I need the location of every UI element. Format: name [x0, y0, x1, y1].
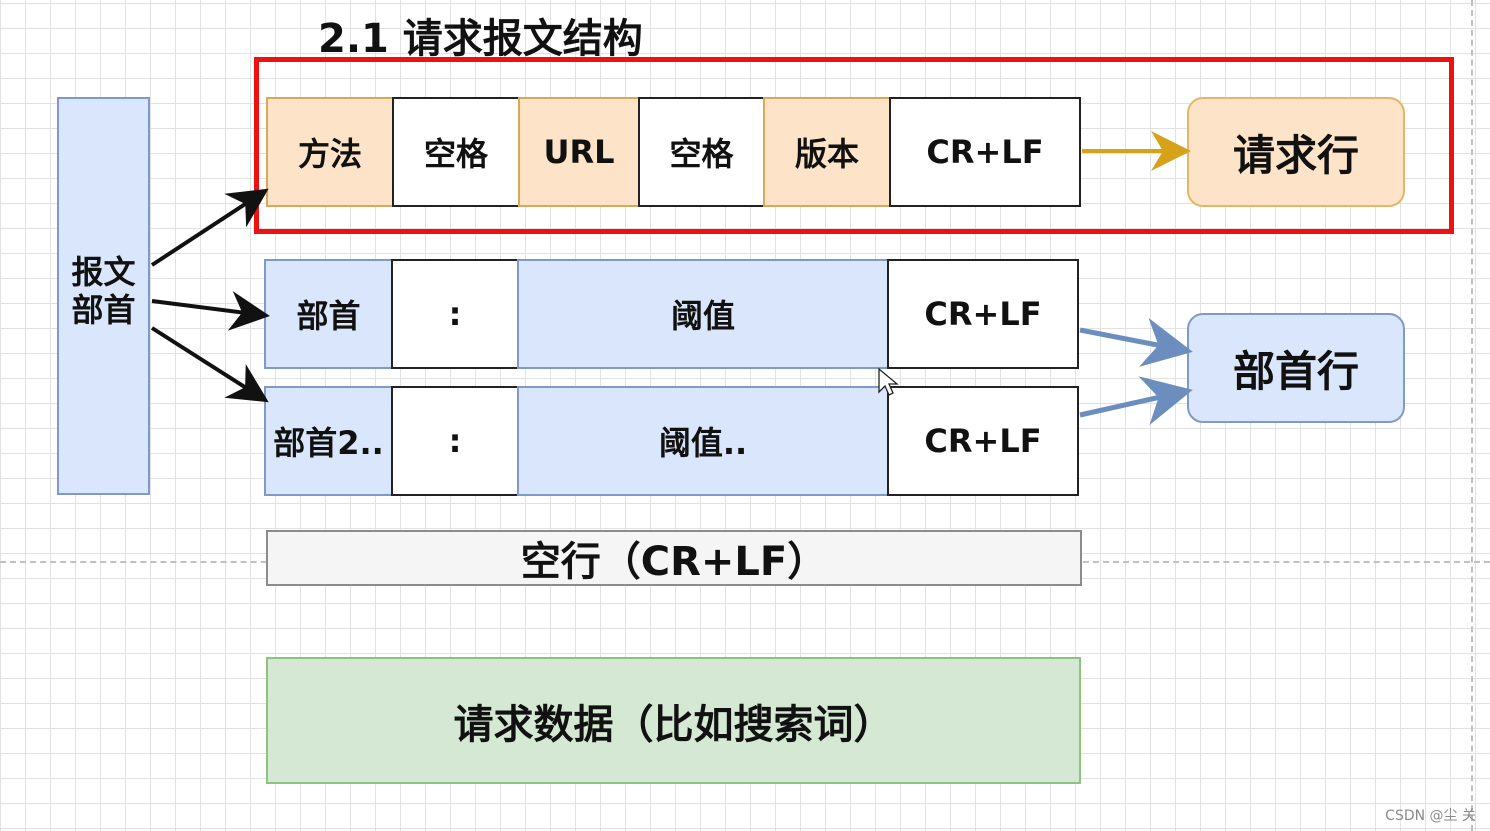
request-line-highlight: [254, 57, 1454, 234]
arrow-to-request-line: [150, 188, 269, 267]
header-row-2-crlf: CR+LF: [887, 386, 1079, 496]
watermark: CSDN @尘 关: [1385, 808, 1476, 824]
arrow-to-header-row-1: [151, 291, 270, 331]
header-row-1-colon: :: [391, 259, 519, 369]
page-divider-vertical: [1471, 0, 1473, 831]
header-group-label: 报文 部首: [71, 253, 136, 329]
request-line-cell-crlf: CR+LF: [889, 97, 1081, 207]
header-row-1-crlf: CR+LF: [887, 259, 1079, 369]
header-row-2-colon: :: [391, 386, 519, 496]
request-line-cell-url: URL: [518, 97, 640, 207]
empty-line-box: 空行（CR+LF）: [266, 530, 1082, 586]
request-line-target: 请求行: [1187, 97, 1405, 207]
arrow-to-header-row-2: [150, 326, 269, 403]
header-group-box: 报文 部首: [57, 97, 150, 495]
arrow-header-row-1-to-target: [1079, 317, 1193, 367]
header-row-2-name: 部首2..: [264, 386, 393, 496]
diagram-title: 2.1 请求报文结构: [318, 16, 643, 62]
header-row-2-value: 阈值..: [517, 386, 889, 496]
mouse-cursor-icon: [878, 367, 899, 396]
request-line-cell-space-2: 空格: [638, 97, 765, 207]
request-data-box: 请求数据（比如搜索词）: [266, 657, 1081, 784]
request-line-cell-space: 空格: [392, 97, 520, 207]
header-line-target: 部首行: [1187, 313, 1405, 423]
arrow-header-row-2-to-target: [1079, 376, 1193, 426]
